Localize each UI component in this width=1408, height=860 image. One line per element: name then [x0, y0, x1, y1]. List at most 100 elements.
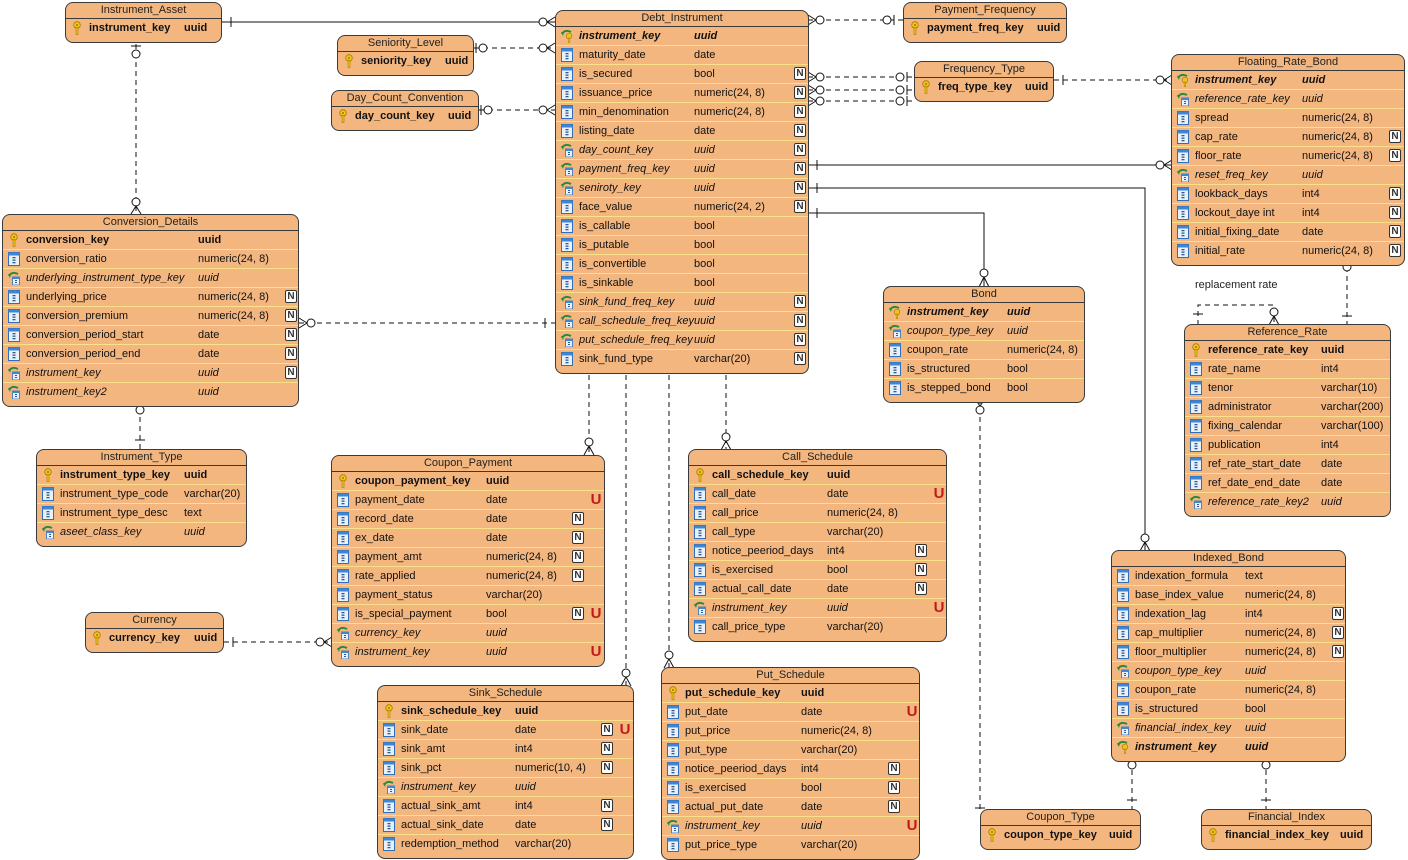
- column-row[interactable]: day_count_keyuuid: [332, 107, 478, 125]
- column-row[interactable]: currency_keyuuid: [332, 624, 604, 643]
- column-row[interactable]: coupon_type_keyuuid: [981, 826, 1140, 844]
- column-row[interactable]: sink_schedule_keyuuid: [378, 702, 633, 721]
- column-row[interactable]: issuance_pricenumeric(24, 8)N: [556, 84, 808, 103]
- column-row[interactable]: seniority_keyuuid: [338, 52, 473, 70]
- column-row[interactable]: sink_pctnumeric(10, 4)N: [378, 759, 633, 778]
- entity-instrument-asset[interactable]: Instrument_Assetinstrument_keyuuid: [65, 2, 222, 43]
- column-row[interactable]: underlying_instrument_type_keyuuid: [3, 269, 298, 288]
- entity-conversion-details[interactable]: Conversion_Detailsconversion_keyuuidconv…: [2, 214, 299, 407]
- column-row[interactable]: payment_freq_keyuuid: [904, 19, 1066, 37]
- column-row[interactable]: ref_date_end_datedate: [1185, 474, 1390, 493]
- column-row[interactable]: instrument_keyuuid: [66, 19, 221, 37]
- column-row[interactable]: is_securedboolN: [556, 65, 808, 84]
- column-row[interactable]: coupon_ratenumeric(24, 8): [884, 341, 1084, 360]
- column-row[interactable]: record_datedateN: [332, 510, 604, 529]
- column-row[interactable]: lookback_daysint4N: [1172, 185, 1404, 204]
- column-row[interactable]: call_typevarchar(20): [689, 523, 946, 542]
- column-row[interactable]: actual_sink_datedateN: [378, 816, 633, 835]
- column-row[interactable]: call_schedule_freq_keyuuidN: [556, 312, 808, 331]
- entity-coupon-payment[interactable]: Coupon_Paymentcoupon_payment_keyuuidpaym…: [331, 455, 605, 667]
- column-row[interactable]: conversion_keyuuid: [3, 231, 298, 250]
- column-row[interactable]: floor_multipliernumeric(24, 8)N: [1112, 643, 1345, 662]
- column-row[interactable]: listing_datedateN: [556, 122, 808, 141]
- column-row[interactable]: notice_peeriod_daysint4N: [689, 542, 946, 561]
- column-row[interactable]: reset_freq_keyuuid: [1172, 166, 1404, 185]
- entity-currency[interactable]: Currencycurrency_keyuuid: [85, 612, 224, 653]
- entity-bond[interactable]: Bondinstrument_keyuuidcoupon_type_keyuui…: [883, 286, 1085, 403]
- column-row[interactable]: reference_rate_keyuuid: [1172, 90, 1404, 109]
- column-row[interactable]: call_price_typevarchar(20): [689, 618, 946, 636]
- column-row[interactable]: cap_ratenumeric(24, 8)N: [1172, 128, 1404, 147]
- column-row[interactable]: financial_index_keyuuid: [1112, 719, 1345, 738]
- column-row[interactable]: is_convertiblebool: [556, 255, 808, 274]
- column-row[interactable]: sink_amtint4N: [378, 740, 633, 759]
- entity-reference-rate[interactable]: Reference_Ratereference_rate_keyuuidrate…: [1184, 324, 1391, 517]
- column-row[interactable]: payment_freq_keyuuidN: [556, 160, 808, 179]
- column-row[interactable]: base_index_valuenumeric(24, 8): [1112, 586, 1345, 605]
- column-row[interactable]: day_count_keyuuidN: [556, 141, 808, 160]
- column-row[interactable]: redemption_methodvarchar(20): [378, 835, 633, 853]
- column-row[interactable]: instrument_type_codevarchar(20): [37, 485, 246, 504]
- column-row[interactable]: actual_put_datedateN: [662, 798, 919, 817]
- entity-call-schedule[interactable]: Call_Schedulecall_schedule_keyuuidcall_d…: [688, 449, 947, 642]
- column-row[interactable]: sink_fund_freq_keyuuidN: [556, 293, 808, 312]
- column-row[interactable]: put_price_typevarchar(20): [662, 836, 919, 854]
- entity-floating-rate-bond[interactable]: Floating_Rate_Bondinstrument_keyuuidrefe…: [1171, 54, 1405, 266]
- column-row[interactable]: notice_peeriod_daysint4N: [662, 760, 919, 779]
- column-row[interactable]: is_special_paymentboolNU: [332, 605, 604, 624]
- column-row[interactable]: is_callablebool: [556, 217, 808, 236]
- column-row[interactable]: conversion_rationumeric(24, 8): [3, 250, 298, 269]
- column-row[interactable]: reference_rate_keyuuid: [1185, 341, 1390, 360]
- column-row[interactable]: put_schedule_keyuuid: [662, 684, 919, 703]
- column-row[interactable]: put_datedateU: [662, 703, 919, 722]
- column-row[interactable]: min_denominationnumeric(24, 8)N: [556, 103, 808, 122]
- column-row[interactable]: put_schedule_freq_keyuuidN: [556, 331, 808, 350]
- column-row[interactable]: publicationint4: [1185, 436, 1390, 455]
- column-row[interactable]: cap_multipliernumeric(24, 8)N: [1112, 624, 1345, 643]
- column-row[interactable]: aseet_class_keyuuid: [37, 523, 246, 541]
- entity-financial-index[interactable]: Financial_Indexfinancial_index_keyuuid: [1201, 809, 1372, 850]
- column-row[interactable]: is_exercisedboolN: [662, 779, 919, 798]
- column-row[interactable]: is_structuredbool: [884, 360, 1084, 379]
- entity-day-count-convention[interactable]: Day_Count_Conventionday_count_keyuuid: [331, 90, 479, 131]
- entity-payment-frequency[interactable]: Payment_Frequencypayment_freq_keyuuid: [903, 2, 1067, 43]
- column-row[interactable]: face_valuenumeric(24, 2)N: [556, 198, 808, 217]
- column-row[interactable]: reference_rate_key2uuid: [1185, 493, 1390, 511]
- column-row[interactable]: freq_type_keyuuid: [915, 78, 1053, 96]
- column-row[interactable]: payment_datedateU: [332, 491, 604, 510]
- column-row[interactable]: ex_datedateN: [332, 529, 604, 548]
- column-row[interactable]: payment_statusvarchar(20): [332, 586, 604, 605]
- column-row[interactable]: underlying_pricenumeric(24, 8)N: [3, 288, 298, 307]
- column-row[interactable]: is_stepped_bondbool: [884, 379, 1084, 397]
- column-row[interactable]: instrument_keyuuidN: [3, 364, 298, 383]
- column-row[interactable]: is_sinkablebool: [556, 274, 808, 293]
- column-row[interactable]: floor_ratenumeric(24, 8)N: [1172, 147, 1404, 166]
- column-row[interactable]: coupon_payment_keyuuid: [332, 472, 604, 491]
- column-row[interactable]: actual_call_datedateN: [689, 580, 946, 599]
- column-row[interactable]: conversion_period_enddateN: [3, 345, 298, 364]
- column-row[interactable]: payment_amtnumeric(24, 8)N: [332, 548, 604, 567]
- column-row[interactable]: instrument_keyuuid: [1172, 71, 1404, 90]
- column-row[interactable]: is_exercisedboolN: [689, 561, 946, 580]
- column-row[interactable]: administratorvarchar(200): [1185, 398, 1390, 417]
- column-row[interactable]: initial_fixing_datedateN: [1172, 223, 1404, 242]
- column-row[interactable]: call_schedule_keyuuid: [689, 466, 946, 485]
- column-row[interactable]: sink_datedateNU: [378, 721, 633, 740]
- column-row[interactable]: indexation_lagint4N: [1112, 605, 1345, 624]
- entity-indexed-bond[interactable]: Indexed_Bondindexation_formulatextbase_i…: [1111, 550, 1346, 762]
- column-row[interactable]: indexation_formulatext: [1112, 567, 1345, 586]
- entity-sink-schedule[interactable]: Sink_Schedulesink_schedule_keyuuidsink_d…: [377, 685, 634, 859]
- entity-seniority-level[interactable]: Seniority_Levelseniority_keyuuid: [337, 35, 474, 76]
- column-row[interactable]: instrument_key2uuid: [3, 383, 298, 401]
- entity-frequency-type[interactable]: Frequency_Typefreq_type_keyuuid: [914, 61, 1054, 102]
- entity-instrument-type[interactable]: Instrument_Typeinstrument_type_keyuuidin…: [36, 449, 247, 547]
- column-row[interactable]: instrument_keyuuid: [1112, 738, 1345, 756]
- column-row[interactable]: conversion_period_startdateN: [3, 326, 298, 345]
- column-row[interactable]: is_putablebool: [556, 236, 808, 255]
- column-row[interactable]: coupon_type_keyuuid: [1112, 662, 1345, 681]
- column-row[interactable]: initial_ratenumeric(24, 8)N: [1172, 242, 1404, 260]
- column-row[interactable]: spreadnumeric(24, 8): [1172, 109, 1404, 128]
- column-row[interactable]: tenorvarchar(10): [1185, 379, 1390, 398]
- column-row[interactable]: instrument_type_keyuuid: [37, 466, 246, 485]
- column-row[interactable]: call_pricenumeric(24, 8): [689, 504, 946, 523]
